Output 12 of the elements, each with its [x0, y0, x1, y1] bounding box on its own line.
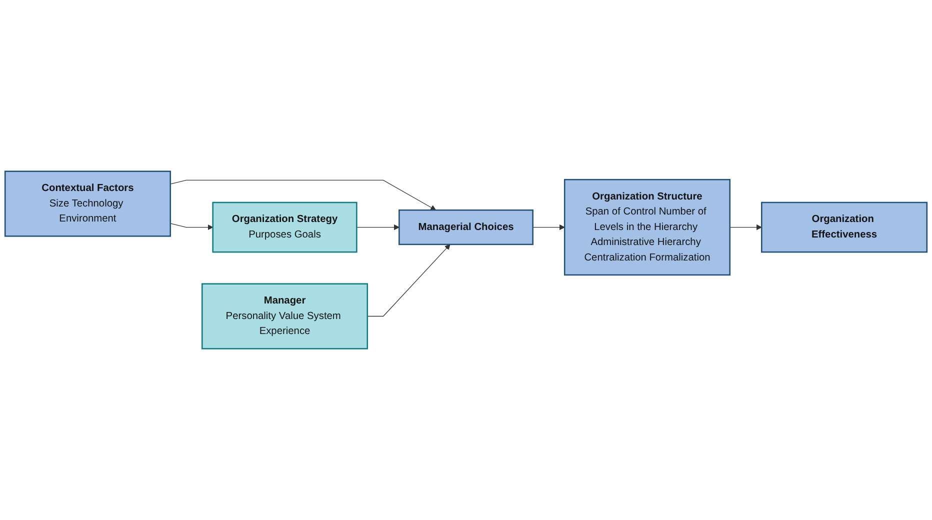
node-box: Organization Structure Span of Control Number of Levels in the Hierarchy Administrative Hierarchy Centralization Formalization	[564, 178, 730, 276]
arrow	[170, 180, 436, 210]
node-box: Organization Effectiveness	[761, 202, 928, 253]
arrow	[367, 244, 450, 317]
node-box: Managerial Choices	[398, 209, 534, 246]
arrow	[170, 223, 214, 230]
arrow	[356, 224, 400, 230]
arrow	[532, 224, 565, 230]
arrow	[730, 224, 762, 230]
node-box: Organization Strategy Purposes Goals	[212, 202, 358, 253]
node-box: Manager Personality Value System Experience	[202, 283, 368, 350]
node-box: Contextual Factors Size Technology Environment	[4, 170, 171, 237]
